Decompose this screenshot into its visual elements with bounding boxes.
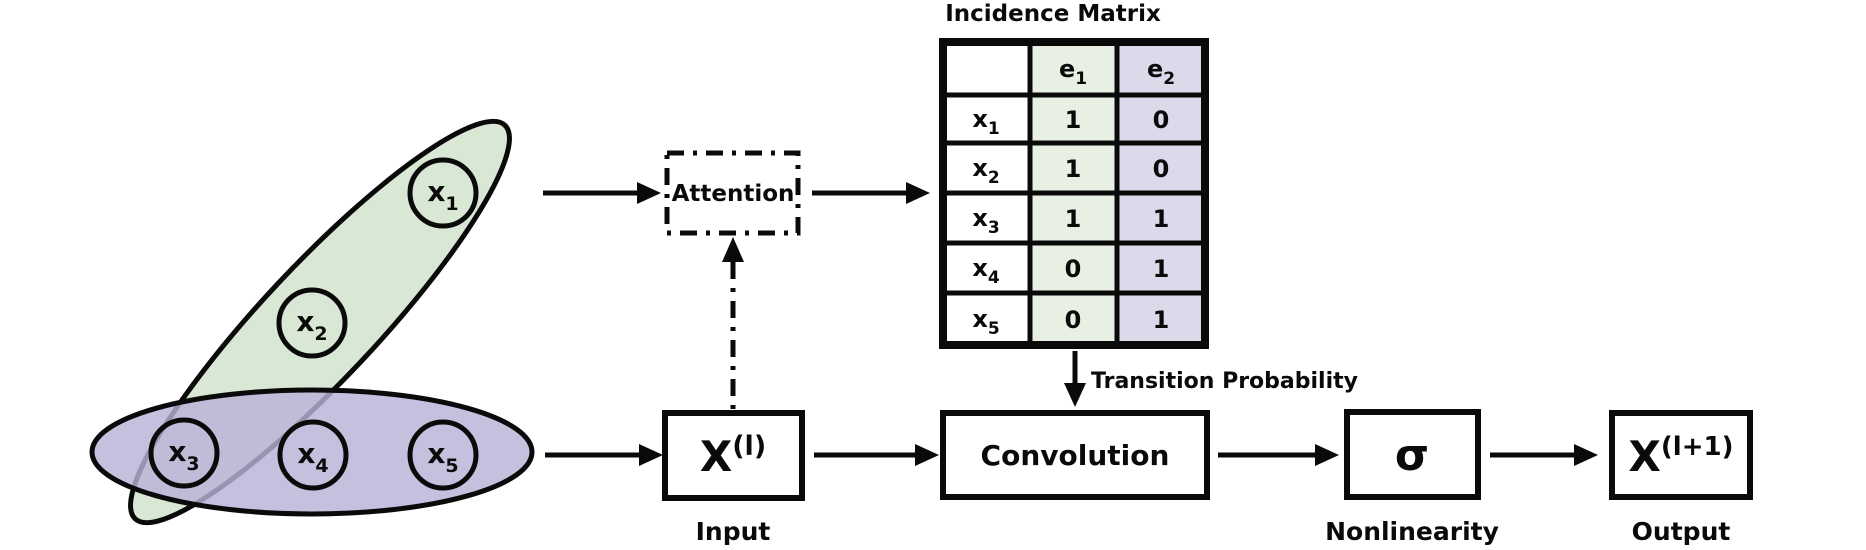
- matrix-cell: 1: [1065, 205, 1082, 233]
- arrowhead-attention-to-matrix: [906, 182, 930, 204]
- input-module: X(l) Input: [662, 410, 805, 546]
- matrix-cell: 0: [1065, 255, 1082, 283]
- matrix-header-e1: e1: [1059, 55, 1087, 89]
- node-x2-label: x2: [296, 305, 327, 345]
- node-x2-circle: [276, 287, 348, 359]
- node-x1-label: x1: [427, 175, 458, 215]
- node-x3-label: x3: [168, 435, 199, 475]
- arrowhead-convolution-to-nonlinearity: [1315, 444, 1339, 466]
- attention-label: Attention: [672, 181, 795, 207]
- arrowhead-hypergraph-to-input: [639, 444, 663, 466]
- convolution-module: Convolution: [940, 410, 1210, 500]
- convolution-box: [940, 410, 1210, 500]
- matrix-row-x3: x3 1 1: [972, 204, 1169, 238]
- arrowhead-matrix-to-convolution: [1064, 383, 1086, 407]
- flow-arrows: [543, 182, 1598, 466]
- input-box-label: X(l): [700, 431, 766, 481]
- node-x1-circle: [407, 157, 479, 229]
- input-caption: Input: [696, 517, 771, 546]
- nonlinearity-box: [1344, 409, 1481, 500]
- output-module: X(l+1) Output: [1609, 410, 1753, 546]
- matrix-cell: 1: [1153, 255, 1170, 283]
- matrix-row-x4: x4 0 1: [972, 254, 1169, 288]
- nonlinearity-caption: Nonlinearity: [1325, 517, 1499, 546]
- nonlinearity-module: σ Nonlinearity: [1325, 409, 1499, 546]
- matrix-row-label: x4: [972, 254, 999, 288]
- attention-box: [664, 150, 801, 236]
- matrix-row-label: x3: [972, 204, 999, 238]
- output-caption: Output: [1632, 517, 1731, 546]
- matrix-cell: 1: [1153, 205, 1170, 233]
- matrix-row-label: x2: [972, 154, 999, 188]
- node-x5-circle: [407, 419, 479, 491]
- output-box: [1609, 410, 1753, 500]
- node-x4-circle: [277, 419, 349, 491]
- matrix-cell: 0: [1153, 155, 1170, 183]
- arrowhead-input-to-attention: [722, 237, 744, 262]
- attention-module: Attention: [664, 150, 801, 236]
- transition-probability-label: Transition Probability: [1091, 369, 1358, 394]
- matrix-header-e2: e2: [1147, 55, 1175, 89]
- input-box: [662, 410, 805, 501]
- hypergraph: x1 x2 x3 x4 x5: [89, 118, 535, 526]
- sigma-symbol: σ: [1395, 430, 1429, 481]
- matrix-row-label: x1: [972, 105, 999, 139]
- output-box-label: X(l+1): [1629, 432, 1734, 481]
- convolution-box-label: Convolution: [981, 439, 1170, 472]
- matrix-row-x2: x2 1 0: [972, 154, 1169, 188]
- arrowhead-input-to-convolution: [915, 444, 939, 466]
- arrowhead-hypergraph-to-attention: [637, 182, 661, 204]
- matrix-grid: [939, 38, 1209, 349]
- matrix-row-label: x5: [972, 305, 999, 339]
- arrowhead-nonlinearity-to-output: [1574, 444, 1598, 466]
- incidence-matrix-title: Incidence Matrix: [945, 1, 1161, 27]
- matrix-cell: 1: [1065, 106, 1082, 134]
- matrix-cell: 0: [1153, 106, 1170, 134]
- matrix-cell: 1: [1153, 306, 1170, 334]
- node-x5-label: x5: [427, 437, 458, 477]
- matrix-row-x5: x5 0 1: [972, 305, 1169, 339]
- matrix-cell: 0: [1065, 306, 1082, 334]
- incidence-matrix: Incidence Matrix e1 e2 x1 1 0 x2 1 0: [939, 1, 1209, 349]
- node-x4-label: x4: [297, 437, 328, 477]
- node-x3-circle: [148, 417, 220, 489]
- matrix-cell: 1: [1065, 155, 1082, 183]
- matrix-row-x1: x1 1 0: [972, 105, 1169, 139]
